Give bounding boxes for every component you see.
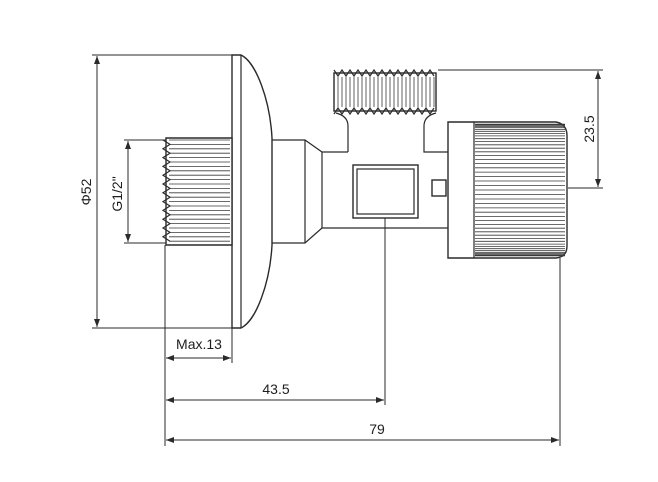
outlet-thread-top-profile: [333, 68, 435, 78]
diameter-label: Φ52: [78, 178, 94, 205]
tee-right-edge: [423, 112, 448, 153]
spindle: [431, 179, 447, 197]
inlet-thread-body: [165, 137, 233, 246]
body-top-edge: [272, 139, 348, 153]
diameter-dimension: Φ52: [78, 54, 240, 329]
overall-length-dimension: 79: [166, 258, 561, 446]
inlet-thread-lines: [169, 139, 230, 242]
thread-length-dimension: Max.13: [164, 245, 233, 446]
outlet-thread-lines: [337, 77, 435, 107]
body-bottom-edge: [272, 227, 448, 244]
axis-distance-label: 43.5: [262, 381, 289, 397]
valve-outline: [161, 54, 568, 329]
valve-window-outer: [352, 164, 419, 219]
outlet-height-dimension: 23.5: [438, 69, 603, 189]
thread-length-label: Max.13: [176, 336, 222, 352]
inlet-thread: [161, 137, 233, 246]
thread-label: G1/2": [109, 176, 125, 211]
tee-left-edge: [335, 112, 349, 152]
handle-knurling: [475, 123, 565, 257]
outlet-thread-bottom-profile: [333, 106, 435, 116]
inlet-thread-profile: [161, 139, 172, 242]
outlet-thread-body: [333, 72, 437, 112]
wall-flange: [231, 54, 273, 329]
handle: [447, 121, 568, 259]
outlet-thread: [333, 68, 437, 116]
axis-distance-dimension: 43.5: [166, 218, 386, 405]
outlet-height-label: 23.5: [581, 115, 597, 142]
valve-window-inner: [356, 168, 415, 215]
thread-size-dimension: G1/2": [109, 139, 166, 244]
overall-length-label: 79: [369, 421, 385, 437]
